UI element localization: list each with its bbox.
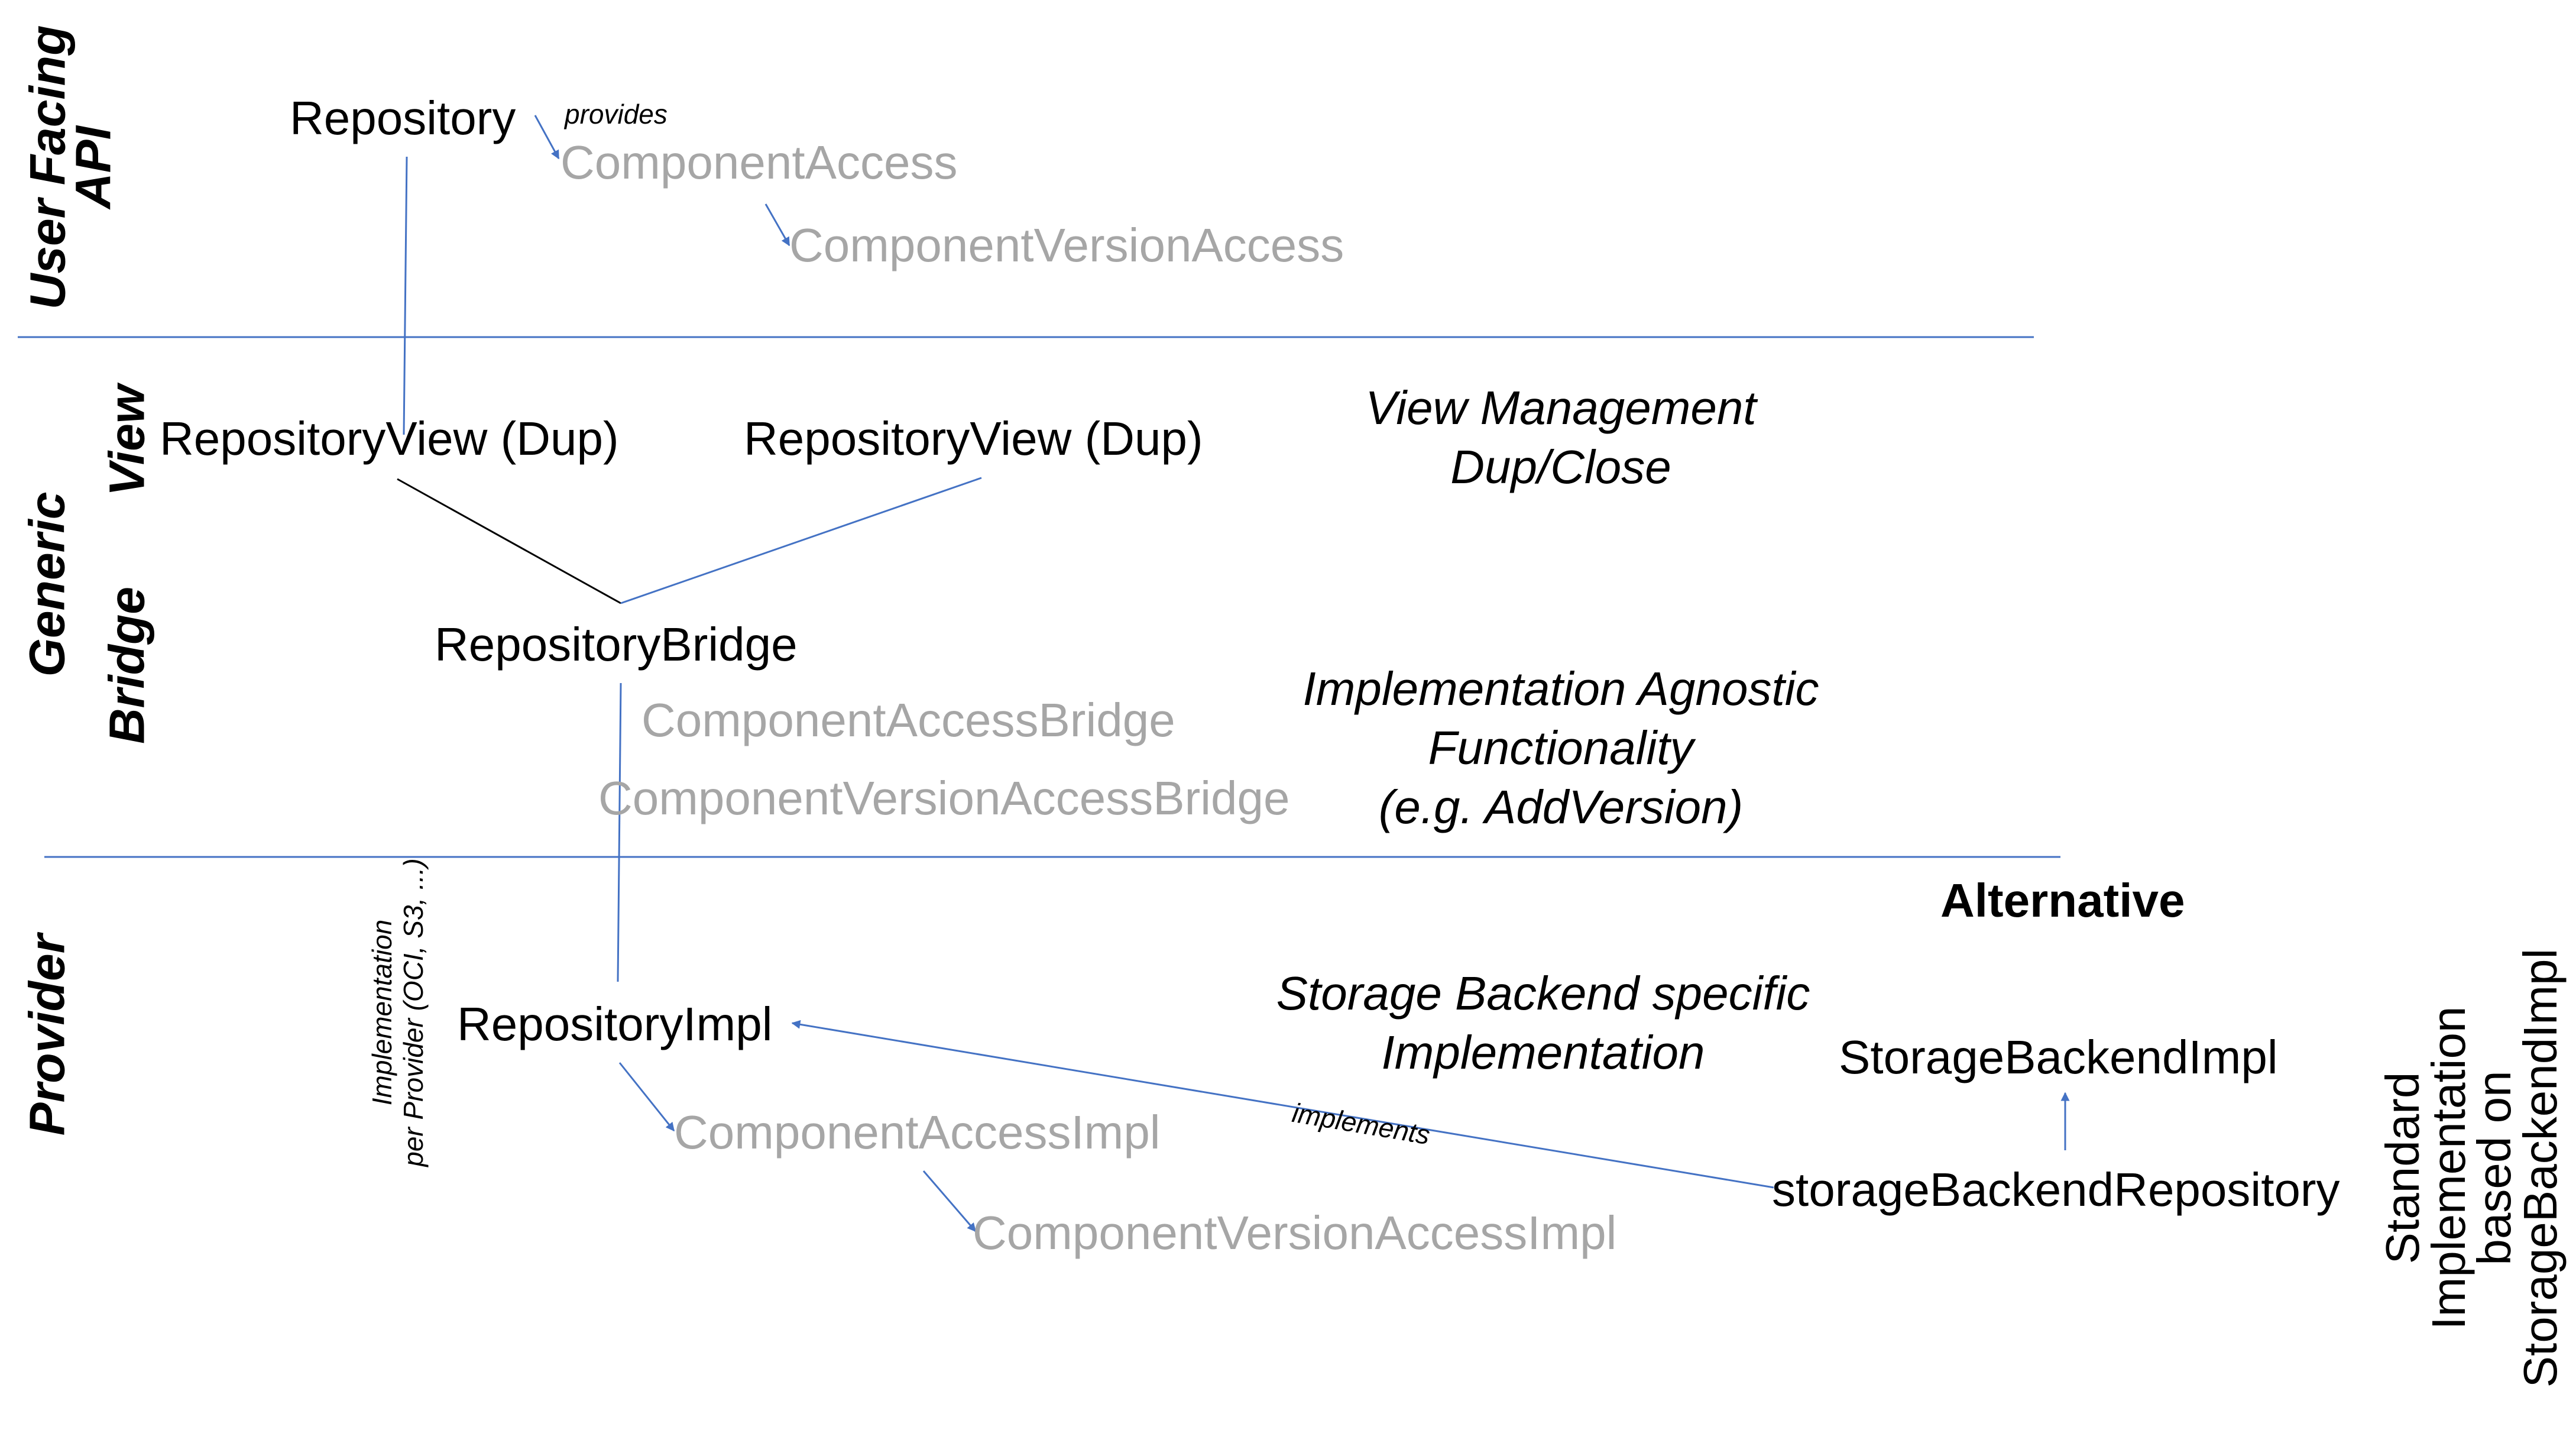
lane-user-facing-api-line2: API xyxy=(66,125,121,209)
note-view-management: View Management Dup/Close xyxy=(1295,378,1827,497)
note-storage-backend-line1: Storage Backend specific xyxy=(1276,967,1810,1020)
lane-view: View xyxy=(99,384,155,497)
node-repository-impl: RepositoryImpl xyxy=(457,998,773,1050)
implements-arrow xyxy=(791,1020,1774,1189)
note-storage-backend-line2: Implementation xyxy=(1381,1026,1705,1079)
node-component-access-impl: ComponentAccessImpl xyxy=(674,1106,1161,1159)
node-component-version-access: ComponentVersionAccess xyxy=(789,219,1344,271)
note-storage-backend-specific: Storage Backend specific Implementation xyxy=(1248,964,1839,1082)
note-standard-line1: Standard xyxy=(2376,1072,2429,1264)
note-view-management-line2: Dup/Close xyxy=(1450,441,1671,493)
node-component-access-bridge: ComponentAccessBridge xyxy=(641,694,1175,746)
note-per-provider-line1: Implementation xyxy=(367,919,398,1106)
repository-to-view-line xyxy=(403,156,408,435)
bridge-to-impl-line xyxy=(617,682,622,982)
provides-arrow xyxy=(534,115,560,160)
node-component-access: ComponentAccess xyxy=(560,136,958,189)
provides-label: provides xyxy=(565,99,668,130)
view1-to-bridge-line xyxy=(397,478,621,604)
lane-bridge: Bridge xyxy=(99,586,155,745)
note-implementation-agnostic-line1: Implementation Agnostic xyxy=(1302,662,1819,715)
impl-to-component-access-arrow xyxy=(618,1062,675,1132)
node-repository: Repository xyxy=(290,92,516,144)
alternative-label: Alternative xyxy=(1940,874,2185,927)
lane-generic: Generic xyxy=(19,491,75,677)
component-access-to-version-arrow xyxy=(764,203,790,247)
lane-user-facing-api: User Facing API xyxy=(20,25,121,310)
note-implementation-per-provider: Implementation per Provider (OCI, S3, ..… xyxy=(367,858,429,1166)
node-component-version-access-impl: ComponentVersionAccessImpl xyxy=(973,1206,1617,1259)
note-standard-line2: Implementation xyxy=(2422,1006,2475,1330)
component-access-impl-to-version-arrow xyxy=(922,1170,977,1232)
node-storage-backend-repository: storageBackendRepository xyxy=(1772,1163,2340,1216)
node-repository-view-1: RepositoryView (Dup) xyxy=(160,412,619,465)
note-standard-line4: StorageBackendImpl xyxy=(2513,948,2567,1388)
lane-provider: Provider xyxy=(19,934,75,1136)
note-implementation-agnostic-line2: Functionality xyxy=(1428,722,1694,774)
note-standard-line3: based on xyxy=(2468,1070,2520,1266)
note-standard-implementation: Standard Implementation based on Storage… xyxy=(2376,949,2567,1388)
note-view-management-line1: View Management xyxy=(1365,381,1757,434)
note-implementation-agnostic: Implementation Agnostic Functionality (e… xyxy=(1259,659,1862,837)
node-repository-bridge: RepositoryBridge xyxy=(435,618,798,671)
node-component-version-access-bridge: ComponentVersionAccessBridge xyxy=(598,772,1290,824)
view2-to-bridge-line xyxy=(620,477,982,604)
node-storage-backend-impl: StorageBackendImpl xyxy=(1839,1031,2278,1083)
note-per-provider-line2: per Provider (OCI, S3, ...) xyxy=(398,858,429,1167)
node-repository-view-2: RepositoryView (Dup) xyxy=(744,412,1203,465)
note-implementation-agnostic-line3: (e.g. AddVersion) xyxy=(1378,781,1744,833)
